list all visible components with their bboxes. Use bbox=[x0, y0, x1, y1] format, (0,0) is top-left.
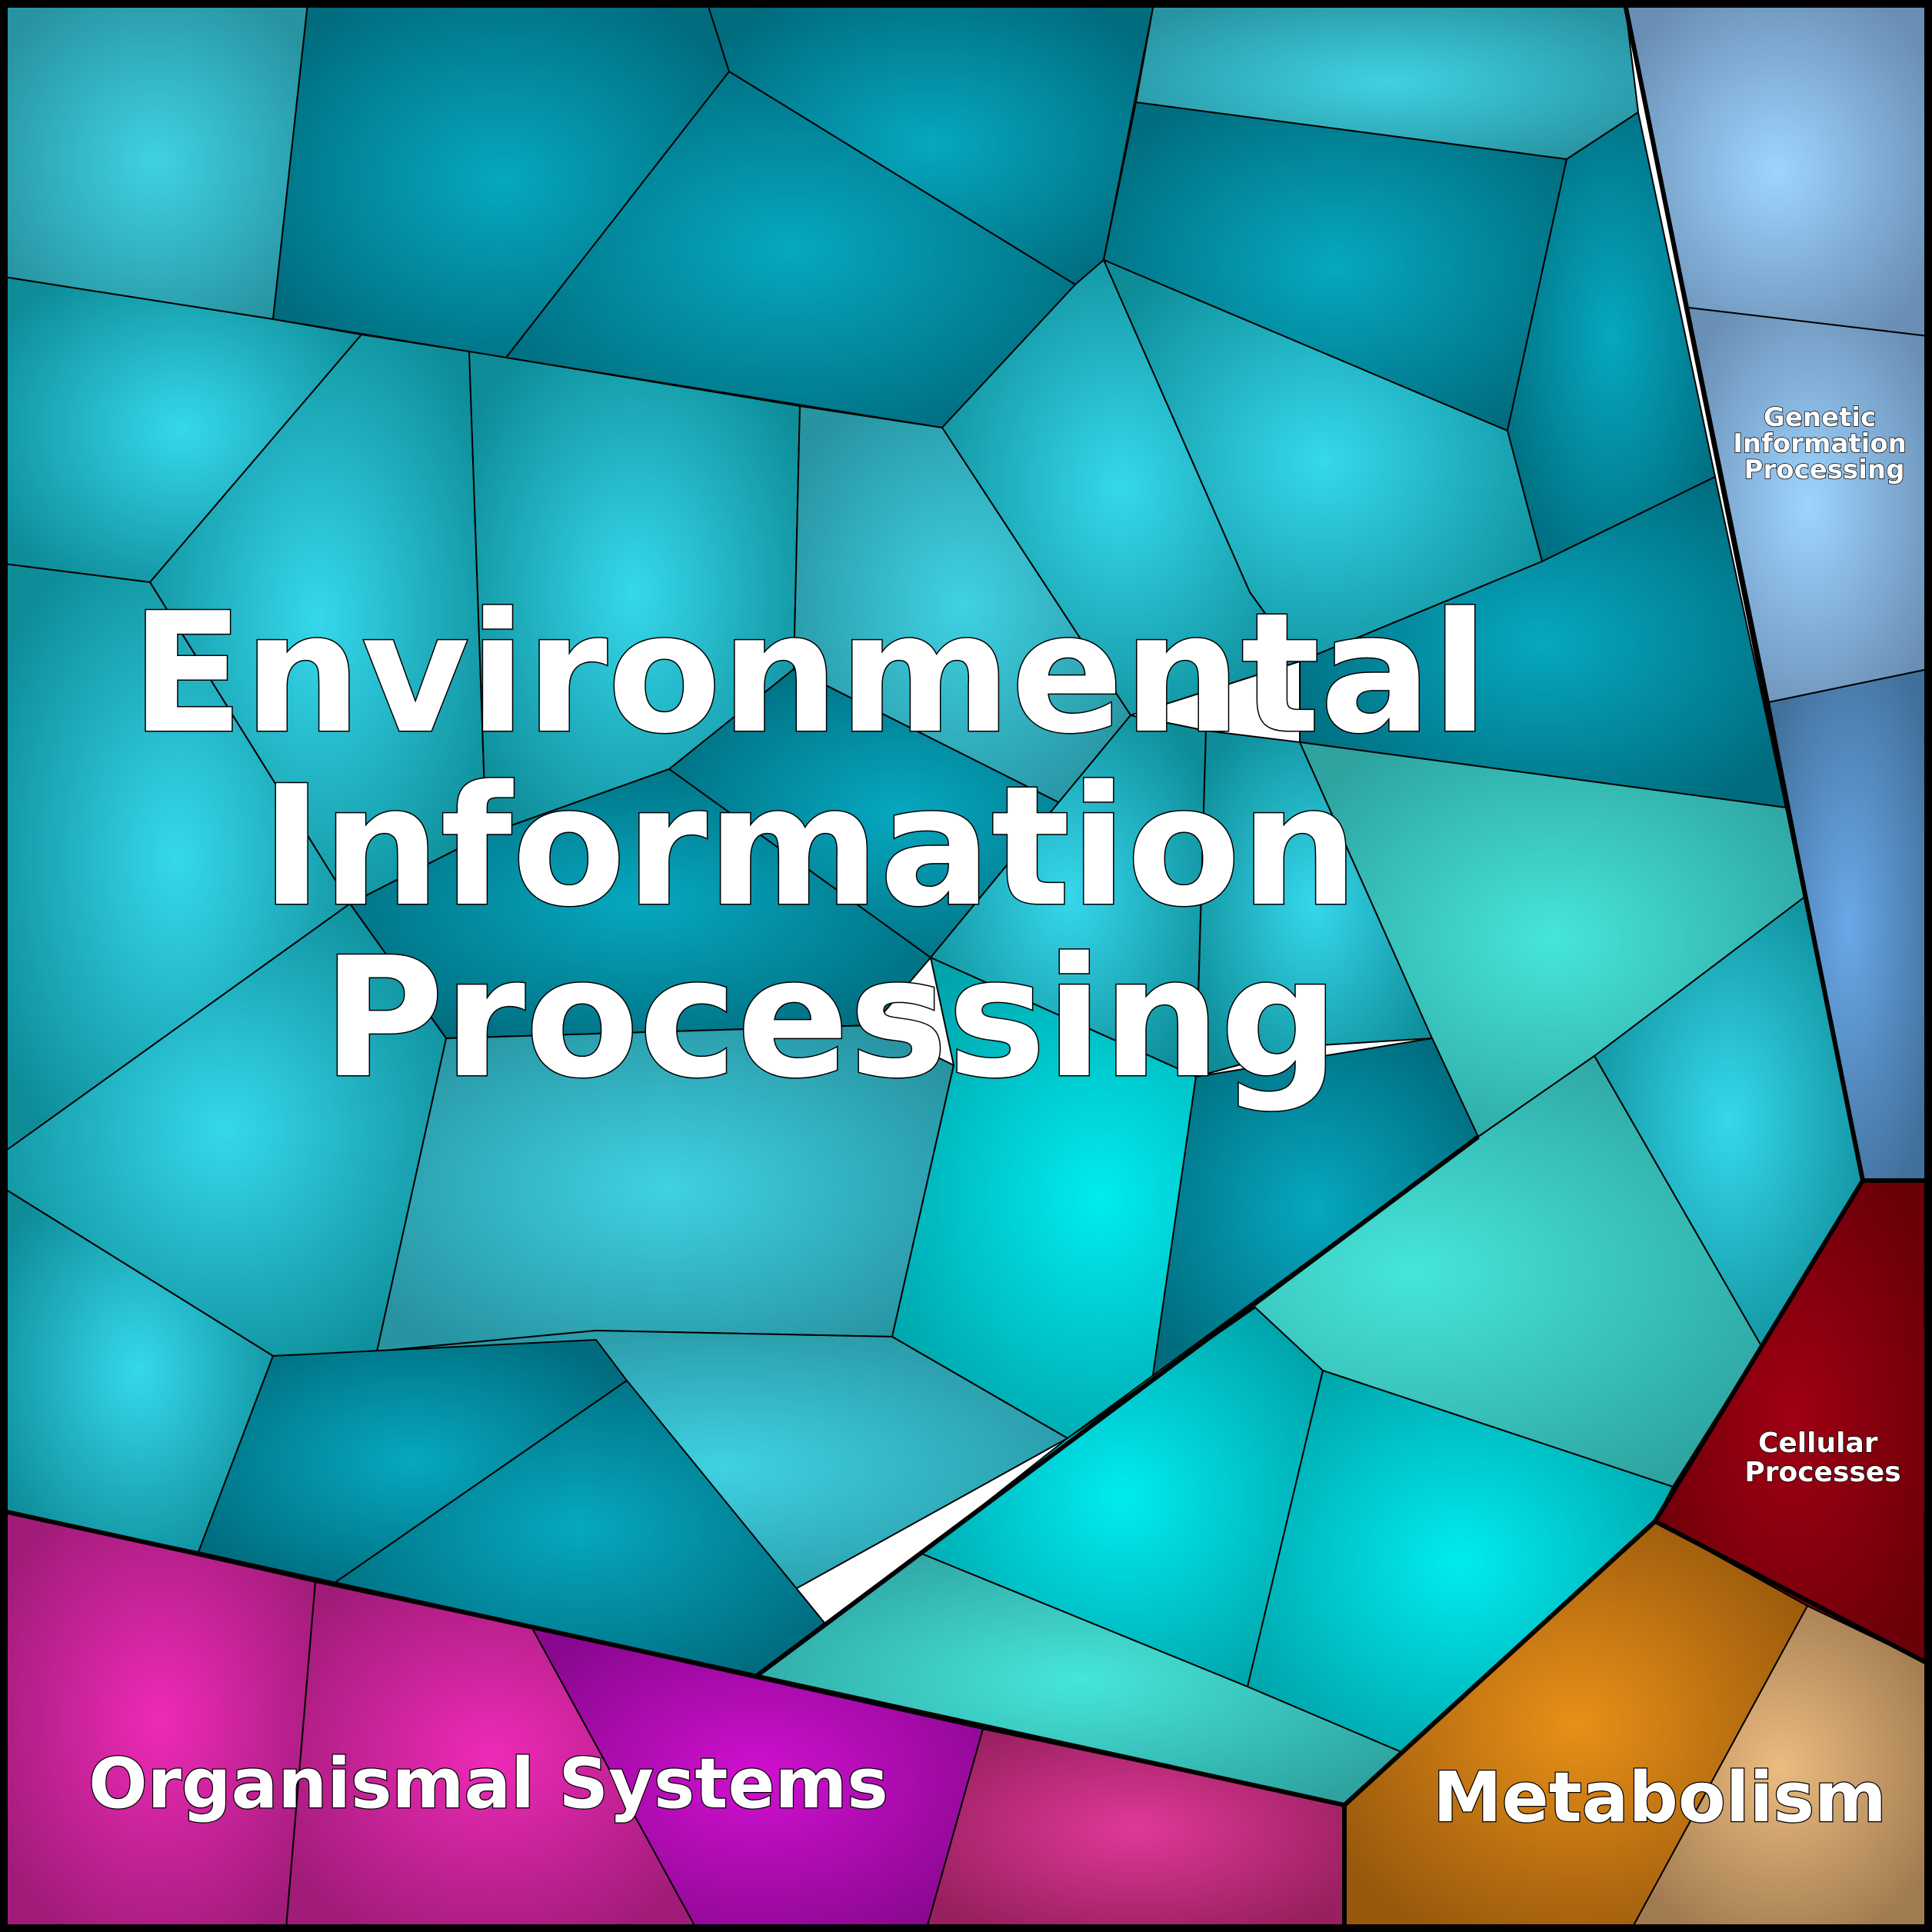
label-line: Information bbox=[261, 750, 1358, 943]
label-line: Cellular bbox=[1758, 1427, 1878, 1459]
group-genetic-information-processing bbox=[1624, 3, 1929, 1181]
group-environmental-information-processing bbox=[3, 3, 1864, 1807]
label-line: Information bbox=[1733, 428, 1907, 459]
label-line: Genetic bbox=[1764, 402, 1876, 433]
label-genetic-information-processing: Genetic Information Processing bbox=[1733, 402, 1915, 485]
label-line: Processing bbox=[1744, 455, 1905, 485]
cell bbox=[3, 1510, 317, 1929]
label-line: Metabolism bbox=[1433, 1757, 1887, 1838]
cell bbox=[1194, 729, 1434, 1078]
label-line: Environmental bbox=[131, 577, 1488, 770]
label-environmental-information-processing: Environmental Information Processing bbox=[131, 577, 1546, 1114]
label-line: Organismal Systems bbox=[88, 1744, 888, 1824]
label-cellular-processes: Cellular Processes bbox=[1744, 1427, 1900, 1488]
label-organismal-systems: Organismal Systems bbox=[88, 1744, 888, 1824]
cell bbox=[3, 3, 309, 321]
label-line: Processing bbox=[322, 921, 1338, 1114]
group-organismal-systems bbox=[3, 1510, 1345, 1929]
label-metabolism: Metabolism bbox=[1433, 1757, 1887, 1838]
label-line: Processes bbox=[1744, 1457, 1900, 1488]
cell bbox=[1299, 475, 1787, 809]
